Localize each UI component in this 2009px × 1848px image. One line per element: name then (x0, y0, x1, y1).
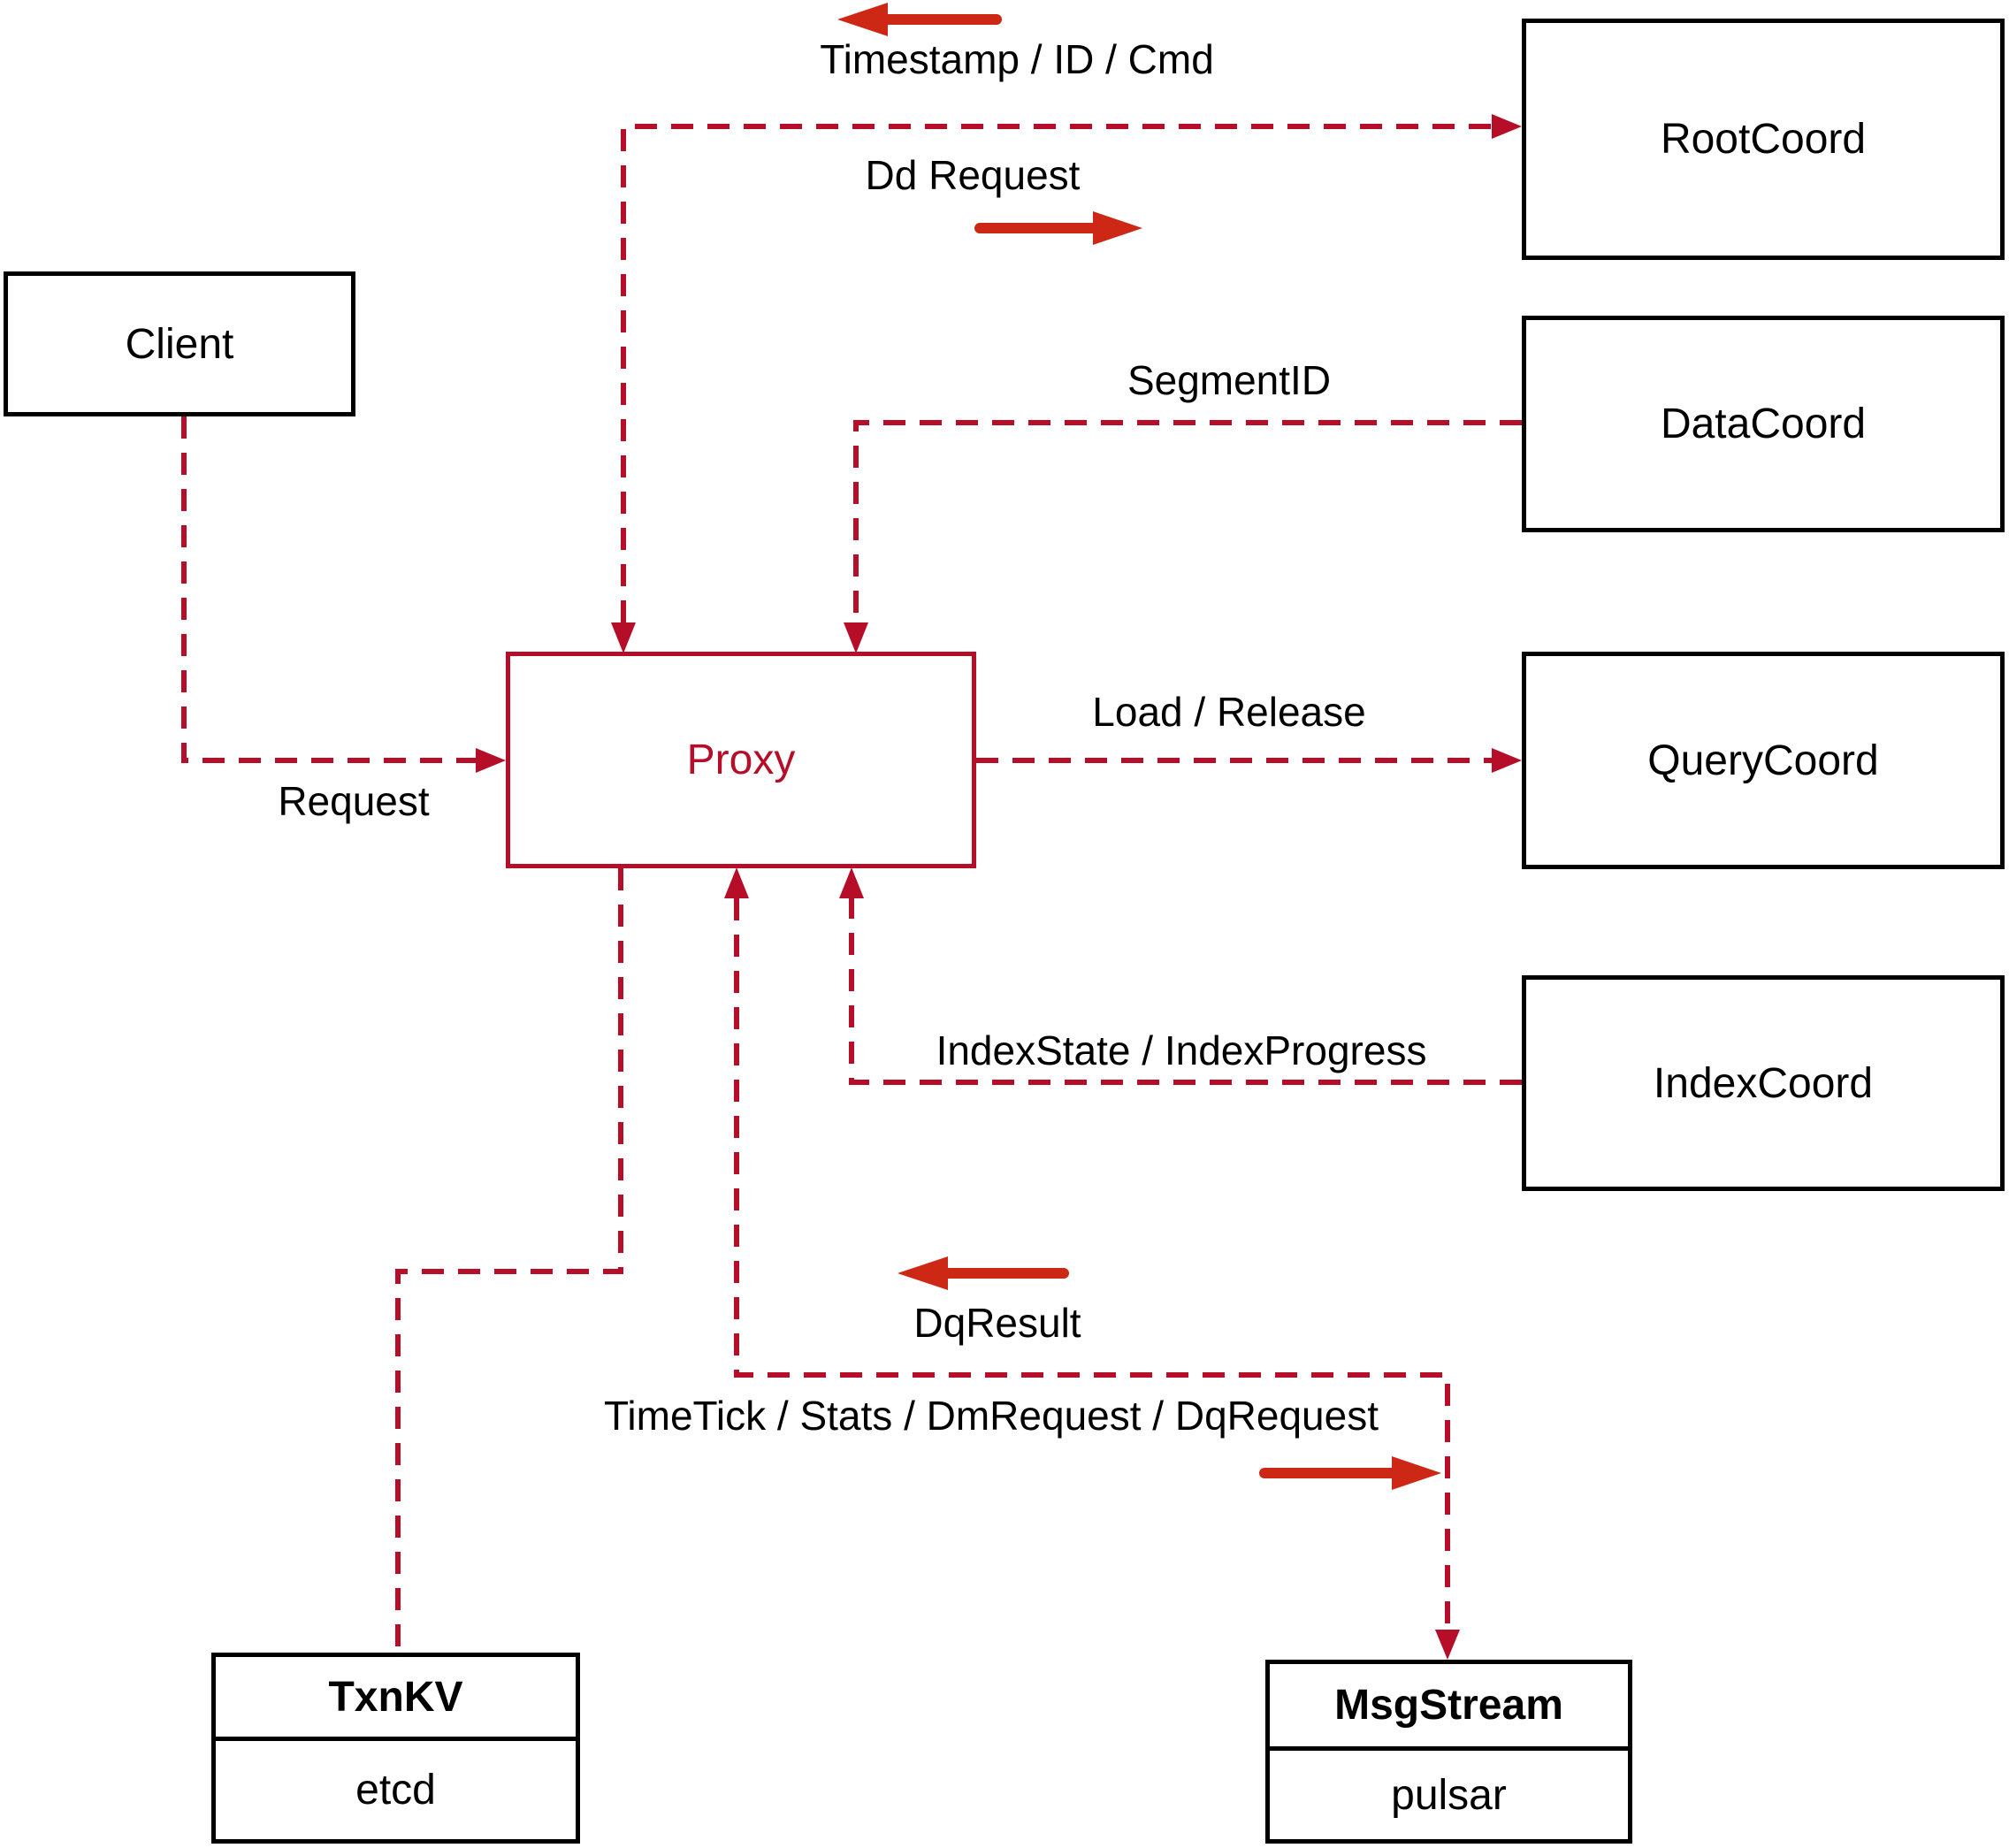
edge-proxy-querycoord-arrowhead (1492, 748, 1522, 773)
node-querycoord-label: QueryCoord (1647, 737, 1879, 784)
node-client: Client (4, 271, 355, 416)
node-msgstream-title: MsgStream (1270, 1664, 1628, 1751)
edge-indexcoord-proxy (849, 898, 1522, 1085)
timestamp-direction-left-arrow-icon (837, 3, 1002, 36)
edge-label-dq-result: DqResult (913, 1300, 1081, 1346)
node-rootcoord: RootCoord (1522, 19, 2005, 260)
node-txnkv-implementation: etcd (355, 1767, 436, 1814)
node-indexcoord: IndexCoord (1522, 975, 2005, 1191)
edge-label-index-state-progress: IndexState / IndexProgress (936, 1027, 1427, 1073)
dq-result-direction-left-arrow-icon (898, 1256, 1069, 1290)
node-proxy-label: Proxy (686, 737, 796, 783)
edge-proxy-rootcoord (621, 124, 1492, 622)
edge-proxy-msgstream-arrowhead-into-proxy (724, 867, 749, 898)
node-msgstream-implementation: pulsar (1391, 1771, 1507, 1819)
node-indexcoord-label: IndexCoord (1653, 1059, 1874, 1107)
edge-proxy-msgstream (734, 898, 1450, 1630)
edge-indexcoord-proxy-arrowhead (839, 867, 864, 898)
node-client-label: Client (125, 320, 234, 368)
node-datacoord: DataCoord (1522, 316, 2005, 532)
edge-datacoord-proxy-arrowhead (844, 622, 868, 653)
edge-proxy-rootcoord-arrowhead-into-rootcoord (1492, 114, 1522, 139)
node-rootcoord-label: RootCoord (1660, 116, 1867, 163)
node-proxy: Proxy (506, 652, 976, 868)
node-datacoord-label: DataCoord (1660, 401, 1867, 447)
node-txnkv: TxnKV etcd (211, 1653, 580, 1844)
edge-label-dd-request: Dd Request (865, 152, 1081, 198)
node-querycoord: QueryCoord (1522, 652, 2005, 869)
dd-request-direction-right-arrow-icon (974, 211, 1142, 245)
edge-label-time-tick-stats: TimeTick / Stats / DmRequest / DqRequest (604, 1393, 1379, 1439)
edge-label-request: Request (278, 778, 430, 824)
edge-client-proxy (181, 416, 476, 763)
edge-datacoord-proxy (853, 420, 1522, 622)
edge-proxy-rootcoord-arrowhead-into-proxy (611, 622, 636, 653)
time-tick-direction-right-arrow-icon (1259, 1456, 1441, 1490)
edge-label-segment-id: SegmentID (1127, 357, 1332, 403)
node-msgstream: MsgStream pulsar (1265, 1660, 1632, 1844)
edge-proxy-msgstream-arrowhead-into-msgstream (1435, 1630, 1460, 1660)
edge-label-timestamp-id-cmd: Timestamp / ID / Cmd (820, 36, 1214, 82)
edge-client-proxy-arrowhead (476, 748, 506, 773)
node-txnkv-title: TxnKV (216, 1657, 576, 1741)
edge-label-load-release: Load / Release (1092, 689, 1366, 735)
edge-proxy-txnkv (395, 868, 623, 1653)
